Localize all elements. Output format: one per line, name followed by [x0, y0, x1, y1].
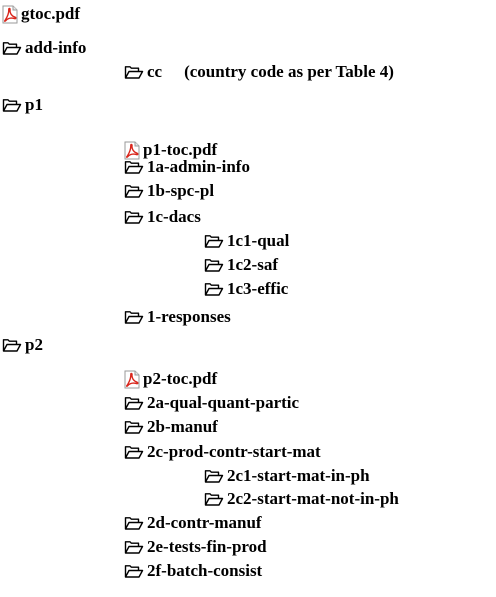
- folder-icon: [204, 234, 224, 249]
- item-label: p1: [25, 95, 43, 114]
- folder-icon: [124, 445, 144, 460]
- folder-item[interactable]: 1c2-saf: [204, 254, 278, 276]
- folder-icon: [204, 469, 224, 484]
- folder-icon: [2, 98, 22, 113]
- folder-item[interactable]: 2c2-start-mat-not-in-ph: [204, 488, 399, 510]
- item-label: 1-responses: [147, 307, 231, 326]
- folder-item[interactable]: 2c-prod-contr-start-mat: [124, 441, 321, 463]
- folder-item[interactable]: 2e-tests-fin-prod: [124, 536, 267, 558]
- pdf-icon: [2, 5, 18, 24]
- item-label: 2e-tests-fin-prod: [147, 537, 267, 556]
- folder-item[interactable]: add-info: [2, 37, 86, 59]
- folder-icon: [124, 310, 144, 325]
- item-label: 1c1-qual: [227, 231, 290, 250]
- folder-icon: [204, 258, 224, 273]
- item-label: 2c-prod-contr-start-mat: [147, 442, 321, 461]
- pdf-file-item[interactable]: p2-toc.pdf: [124, 368, 217, 390]
- folder-icon: [124, 160, 144, 175]
- folder-icon: [124, 564, 144, 579]
- pdf-file-item[interactable]: p1-toc.pdf: [124, 139, 217, 161]
- folder-icon: [124, 210, 144, 225]
- folder-icon: [204, 282, 224, 297]
- folder-item[interactable]: 2c1-start-mat-in-ph: [204, 465, 370, 487]
- pdf-file-item[interactable]: gtoc.pdf: [2, 3, 80, 25]
- item-label: 2f-batch-consist: [147, 561, 263, 580]
- folder-item[interactable]: 2a-qual-quant-partic: [124, 392, 299, 414]
- folder-item[interactable]: 1c-dacs: [124, 206, 201, 228]
- folder-item[interactable]: cc (country code as per Table 4): [124, 61, 394, 83]
- folder-icon: [124, 516, 144, 531]
- pdf-icon: [124, 370, 140, 389]
- item-label: add-info: [25, 38, 87, 57]
- item-label: 1c2-saf: [227, 255, 278, 274]
- item-label: 2c2-start-mat-not-in-ph: [227, 489, 399, 508]
- item-label: cc: [147, 62, 163, 81]
- folder-item[interactable]: p1: [2, 94, 43, 116]
- item-label: p2: [25, 335, 43, 354]
- folder-icon: [124, 65, 144, 80]
- item-label: p1-toc.pdf: [143, 140, 218, 159]
- folder-item[interactable]: 2f-batch-consist: [124, 560, 262, 582]
- folder-item[interactable]: 1-responses: [124, 306, 231, 328]
- folder-item[interactable]: 1c1-qual: [204, 230, 289, 252]
- item-label: 2a-qual-quant-partic: [147, 393, 300, 412]
- folder-item[interactable]: 1a-admin-info: [124, 156, 250, 178]
- pdf-icon: [124, 141, 140, 160]
- folder-item[interactable]: 2d-contr-manuf: [124, 512, 262, 534]
- folder-icon: [124, 396, 144, 411]
- item-note: (country code as per Table 4): [184, 62, 394, 81]
- item-label: 1c-dacs: [147, 207, 201, 226]
- item-label: 1c3-effic: [227, 279, 289, 298]
- item-label: 1b-spc-pl: [147, 181, 215, 200]
- item-label: gtoc.pdf: [21, 4, 81, 23]
- folder-icon: [124, 420, 144, 435]
- folder-item[interactable]: 1b-spc-pl: [124, 180, 214, 202]
- folder-icon: [204, 492, 224, 507]
- item-label: 2d-contr-manuf: [147, 513, 262, 532]
- item-label: 2b-manuf: [147, 417, 218, 436]
- folder-item[interactable]: 1c3-effic: [204, 278, 288, 300]
- item-label: p2-toc.pdf: [143, 369, 218, 388]
- folder-icon: [2, 338, 22, 353]
- folder-item[interactable]: p2: [2, 334, 43, 356]
- folder-icon: [2, 41, 22, 56]
- item-label: 1a-admin-info: [147, 157, 250, 176]
- folder-icon: [124, 184, 144, 199]
- item-label: 2c1-start-mat-in-ph: [227, 466, 370, 485]
- folder-item[interactable]: 2b-manuf: [124, 416, 218, 438]
- folder-icon: [124, 540, 144, 555]
